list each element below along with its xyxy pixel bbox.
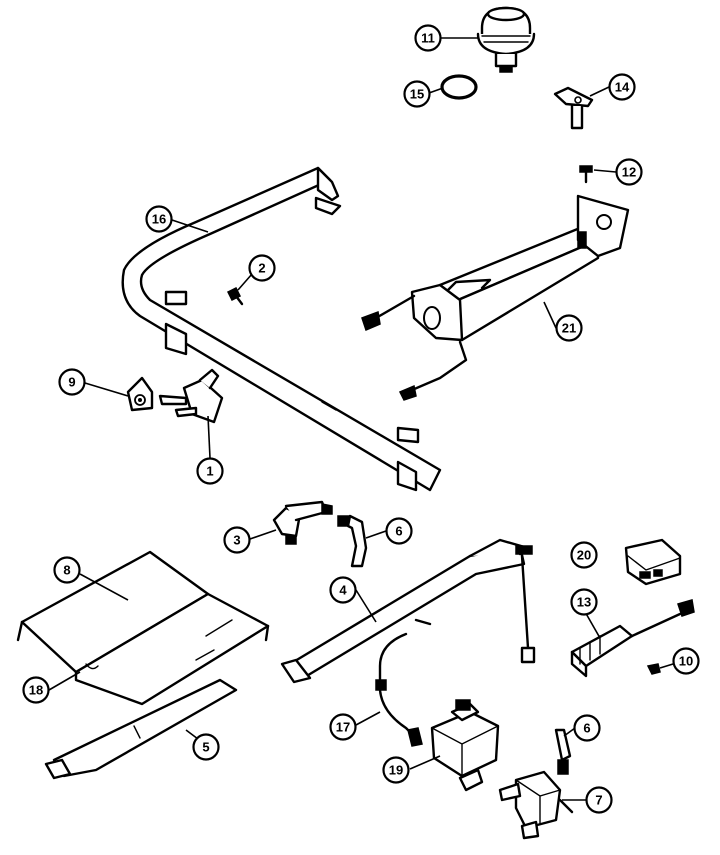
callout-label: 7 — [595, 793, 602, 808]
callout-label: 6 — [395, 524, 402, 539]
callout-3: 3 — [223, 526, 251, 554]
callout-2: 2 — [248, 254, 276, 282]
callout-label: 13 — [577, 595, 591, 610]
igniter-part — [570, 599, 695, 678]
spark-module-part — [624, 538, 682, 586]
shutoff-valve-part — [498, 770, 574, 840]
callout-8: 8 — [53, 556, 81, 584]
screw-part-12 — [579, 165, 593, 184]
callout-9: 9 — [58, 368, 86, 396]
callout-label: 3 — [233, 533, 240, 548]
callout-label: 16 — [152, 212, 166, 227]
main-manifold-pipe-part — [121, 166, 442, 492]
flex-tube-part — [375, 618, 432, 747]
callout-label: 12 — [622, 165, 636, 180]
callout-20: 20 — [570, 541, 598, 569]
callout-14: 14 — [608, 73, 636, 101]
o-ring-part — [440, 74, 478, 100]
callout-10: 10 — [672, 647, 700, 675]
callout-label: 1 — [206, 464, 213, 479]
callout-label: 6 — [583, 721, 590, 736]
orifice-bracket-part — [553, 86, 594, 130]
callout-label: 18 — [29, 683, 43, 698]
callout-12: 12 — [615, 158, 643, 186]
callout-13: 13 — [570, 588, 598, 616]
callout-label: 17 — [336, 720, 350, 735]
callout-17: 17 — [329, 713, 357, 741]
callout-label: 14 — [615, 80, 630, 95]
valve-clip-part — [126, 376, 154, 412]
manifold-bracket-part — [361, 194, 630, 401]
leader-lines — [48, 37, 687, 801]
callout-16: 16 — [145, 205, 173, 233]
callout-19: 19 — [382, 756, 410, 784]
valve-part — [158, 368, 224, 424]
callout-label: 20 — [577, 548, 591, 563]
callout-label: 4 — [339, 583, 347, 598]
elbow-fitting-part-a — [337, 514, 368, 568]
callout-1: 1 — [196, 457, 224, 485]
callout-5: 5 — [192, 733, 220, 761]
orifice-holder-part — [272, 500, 333, 545]
callout-label: 19 — [389, 763, 403, 778]
callout-label: 9 — [68, 375, 75, 390]
callout-label: 15 — [410, 87, 424, 102]
callout-11: 11 — [414, 24, 442, 52]
callout-label: 10 — [679, 654, 693, 669]
heat-shield-part — [16, 550, 270, 706]
callout-6-lower: 6 — [573, 714, 601, 742]
callout-15: 15 — [403, 80, 431, 108]
callout-4: 4 — [329, 576, 357, 604]
callout-label: 2 — [258, 261, 265, 276]
screw-part-2 — [226, 286, 244, 306]
burner-cap-part — [476, 6, 536, 73]
callout-21: 21 — [555, 314, 583, 342]
burner-tube-part — [280, 538, 536, 684]
callout-6-upper: 6 — [385, 517, 413, 545]
elbow-fitting-part-b — [554, 728, 572, 775]
callout-18: 18 — [22, 676, 50, 704]
pressure-regulator-part — [430, 699, 500, 792]
callout-label: 5 — [202, 740, 209, 755]
callout-label: 8 — [63, 563, 70, 578]
screw-part-10 — [646, 663, 661, 675]
callout-label: 21 — [562, 321, 576, 336]
callout-label: 11 — [421, 31, 435, 46]
callout-7: 7 — [585, 786, 613, 814]
lower-burner-tube-part — [44, 678, 238, 780]
